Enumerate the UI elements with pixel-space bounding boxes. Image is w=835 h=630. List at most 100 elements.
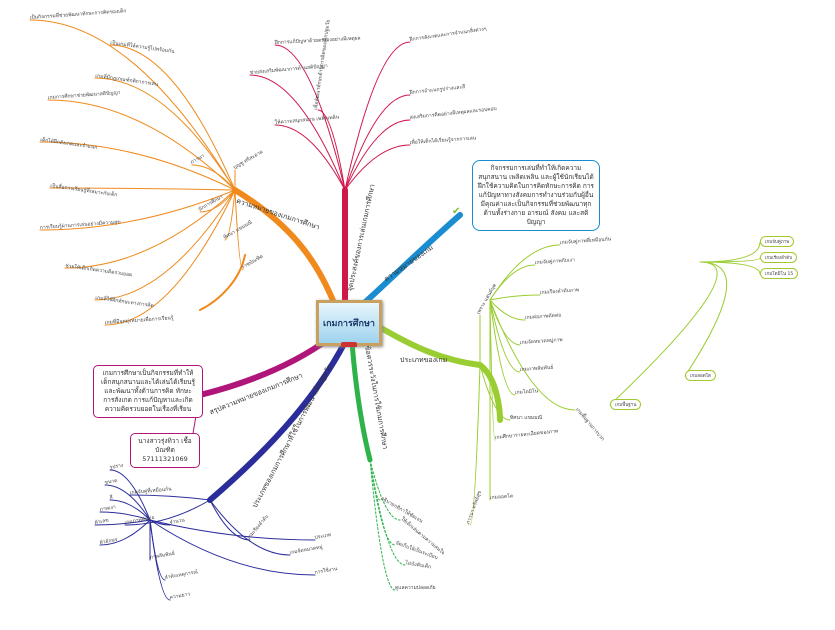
leaf-purpose-7-line bbox=[344, 144, 411, 191]
leaf-meaning-edu-game-8[interactable]: เกมที่ใช้ฝึกทักษะทางการคิด bbox=[95, 294, 154, 309]
branch-types-dev bbox=[207, 339, 348, 503]
leaf-types-dev-2[interactable]: สี bbox=[109, 494, 113, 501]
leaf-types-7-line bbox=[489, 299, 576, 411]
leaf-types-2-line bbox=[489, 294, 541, 301]
leaf-purpose-5[interactable]: ส่งเสริมการคิดอย่างมีเหตุผลและรอบคอบ bbox=[409, 105, 497, 121]
leaf-meaning-edu-game-3[interactable]: เกมการศึกษาช่วยพัฒนาสติปัญญา bbox=[48, 89, 121, 101]
sub-types-dev-0[interactable]: เกมจับคู่ที่เหมือนกัน bbox=[129, 485, 172, 496]
mini-line-0 bbox=[699, 241, 761, 263]
leaf-types-dev-6[interactable]: จำนวน bbox=[169, 517, 186, 526]
leaf-types-dev-10-line bbox=[149, 519, 316, 541]
central-topic-title: เกมการศึกษา bbox=[323, 319, 375, 329]
leaf-types-1[interactable]: เกมจับคู่ภาพกับเงา bbox=[535, 257, 576, 266]
leaf-types-dev-1[interactable]: ขนาด bbox=[104, 478, 118, 486]
branch-label-types[interactable]: ประเภทของเกม bbox=[400, 356, 448, 364]
sub-types-dev-0-line bbox=[129, 494, 211, 501]
leaf-meaning-edu-game-5-line bbox=[49, 187, 236, 191]
leaf-types-3[interactable]: เกมต่อภาพตัดต่อ bbox=[525, 312, 562, 321]
leaf-purpose-2[interactable]: ฝึกการสังเกตและการจำแนกสิ่งต่างๆ bbox=[409, 25, 488, 43]
leaf-types-dev-11-line bbox=[149, 519, 316, 576]
leaf-types-4[interactable]: เกมจัดหมวดหมู่ภาพ bbox=[520, 337, 563, 346]
central-topic[interactable]: เกมการศึกษา bbox=[316, 300, 382, 347]
leaf-meaning-edu-game-6-line bbox=[39, 189, 236, 231]
mini-line-2 bbox=[699, 261, 761, 275]
leaf-purpose-4-line bbox=[344, 94, 411, 191]
leaf-meaning-edu-game-3-line bbox=[47, 99, 236, 191]
types-mini-node-4[interactable]: เกมพื้นฐาน bbox=[610, 399, 642, 410]
leaf-types-dev-9-line bbox=[149, 519, 171, 601]
leaf-purpose-4[interactable]: ฝึกการจำแนกรูปร่างและสี bbox=[409, 83, 466, 96]
sub-meaning-edu-game-3-line bbox=[224, 189, 236, 241]
leaf-types-2[interactable]: เกมเรียงลำดับภาพ bbox=[540, 286, 580, 296]
author-name: นางสาวรุ่งทิวา เชื้อบัณฑิต bbox=[138, 437, 192, 454]
sub-types-dev-2-line bbox=[209, 499, 251, 541]
types-mini-node-3[interactable]: เกมลอตโต bbox=[685, 370, 716, 381]
leaf-types-9[interactable]: เกมลอตโต bbox=[490, 492, 514, 501]
leaf-types-dev-11[interactable]: การใช้งาน bbox=[314, 565, 338, 576]
leaf-meaning-edu-game-5[interactable]: เป็นสื่อการเรียนรู้ที่เหมาะกับเด็ก bbox=[50, 181, 118, 198]
leaf-caution-4[interactable]: ดูแลความปลอดภัย bbox=[395, 585, 436, 591]
leaf-purpose-7[interactable]: เพื่อให้เด็กได้เรียนรู้จากการเล่น bbox=[410, 133, 477, 146]
leaf-purpose-3-line bbox=[249, 74, 346, 191]
leaf-types-dev-3[interactable]: ภาพเงา bbox=[99, 504, 116, 513]
leaf-meaning-edu-game-9[interactable]: เกมที่มีจุดมุ่งหมายเพื่อการเรียนรู้ bbox=[105, 314, 174, 326]
leaf-types-dev-8[interactable]: ลำดับเหตุการณ์ bbox=[164, 568, 199, 581]
leaf-types-dev-0[interactable]: รูปร่าง bbox=[109, 463, 124, 471]
sub-meaning-edu-game-1-line bbox=[191, 164, 236, 191]
branch-types bbox=[373, 322, 503, 423]
leaf-meaning-edu-game-6[interactable]: การเรียนรู้ผ่านการเล่นอย่างมีความสุข bbox=[40, 218, 121, 231]
mini-line-3 bbox=[684, 261, 728, 377]
sub-types-2-line bbox=[469, 364, 481, 526]
leaf-types-dev-4[interactable]: ตัวเลข bbox=[94, 518, 109, 526]
leaf-types-dev-7[interactable]: ภาพสัมพันธ์ bbox=[149, 550, 175, 561]
leaf-meaning-edu-game-7[interactable]: ช่วยให้เด็กเกิดความคิดรวบยอด bbox=[65, 261, 133, 278]
leaf-purpose-6[interactable]: ให้ความสนุกสนาน เพลิดเพลิน bbox=[274, 113, 340, 126]
sub-types-dev-1[interactable]: เกมภาพตัดต่อ bbox=[124, 515, 155, 526]
leaf-types-dev-10[interactable]: ประเภท bbox=[314, 532, 332, 541]
leaf-types-1-line bbox=[489, 264, 536, 301]
leaf-types-dev-5[interactable]: ตัวอักษร bbox=[99, 537, 118, 546]
leaf-types-3-line bbox=[489, 299, 526, 321]
sub-meaning-edu-game-0[interactable]: บุญชู ศรีสะอาด bbox=[232, 148, 264, 171]
sub-types-dev-2[interactable]: เกมเรียงลำดับ bbox=[245, 513, 270, 541]
leaf-meaning-edu-game-2[interactable]: เกมที่มีกฎเกณฑ์กติกาการเล่น bbox=[95, 72, 159, 88]
student-id: 57111321069 bbox=[142, 455, 188, 463]
leaf-purpose-2-line bbox=[344, 41, 411, 191]
leaf-types-8[interactable]: เกมศึกษารายละเอียดของภาพ bbox=[494, 427, 558, 441]
leaf-purpose-3[interactable]: ช่วยส่งเสริมพัฒนาการด้านสติปัญญา bbox=[249, 62, 328, 76]
leaf-caution-3[interactable]: ไม่บังคับเด็ก bbox=[404, 558, 432, 571]
leaf-types-dev-9[interactable]: ความยาว bbox=[169, 591, 191, 601]
leaf-caution-3-line bbox=[369, 459, 406, 566]
sub-types-dev-3-line bbox=[209, 499, 291, 556]
leaf-meaning-edu-game-0[interactable]: เป็นกิจกรรมที่ช่วยพัฒนาทักษะการคิดของเด็… bbox=[30, 6, 127, 21]
leaf-types-dev-2-line bbox=[109, 499, 151, 521]
leaf-types-8-line bbox=[489, 299, 496, 441]
branch-meaning-edu-game bbox=[232, 187, 338, 308]
summary-note: เกมการศึกษาเป็นกิจกรรมที่ทำให้เด็กสนุกสน… bbox=[93, 365, 203, 418]
leaf-types-dev-4-line bbox=[94, 519, 151, 526]
leaf-types-dev-0-line bbox=[109, 469, 151, 521]
leaf-caution-4-line bbox=[369, 459, 396, 591]
leaf-purpose-1[interactable]: ฝึกการแก้ปัญหาด้วยตนเองอย่างมีเหตุผล bbox=[274, 35, 361, 47]
leaf-types-4-line bbox=[489, 299, 521, 346]
leaf-types-5[interactable]: เกมภาพสัมพันธ์ bbox=[520, 364, 554, 373]
leaf-meaning-edu-game-0-line bbox=[29, 19, 236, 191]
leaf-types-6[interactable]: เกมโดมิโน bbox=[515, 387, 539, 396]
leaf-types-dev-3-line bbox=[99, 511, 151, 521]
types-mini-node-0[interactable]: เกมจับคู่ภาพ bbox=[760, 236, 795, 247]
types-mini-node-2[interactable]: เกมโดมิโน 15 bbox=[760, 268, 799, 279]
leaf-meaning-edu-game-2-line bbox=[94, 77, 236, 191]
leaf-types-dev-5-line bbox=[99, 519, 151, 546]
sub-meaning-edu-game-1[interactable]: ภาวนา bbox=[190, 153, 206, 166]
leaf-meaning-edu-game-4[interactable]: เด็กได้ฝึกสังเกตและจำแนก bbox=[40, 135, 98, 151]
leaf-types-7[interactable]: เกมพื้นฐานการบวก bbox=[574, 405, 607, 442]
leaf-types-0[interactable]: เกมจับคู่ภาพที่เหมือนกัน bbox=[560, 235, 612, 246]
sub-types-2[interactable]: ภาวนา ทรัพย์สุข bbox=[464, 490, 483, 526]
leaf-purpose-0-line bbox=[317, 109, 346, 191]
sub-types-dev-3[interactable]: เกมจัดหมวดหมู่ bbox=[289, 544, 323, 556]
book-icon bbox=[341, 342, 357, 347]
sub-types-1[interactable]: ทิศนา แขมมณี bbox=[510, 414, 543, 421]
types-mini-node-1[interactable]: เกมเรียงลำดับ bbox=[760, 252, 798, 263]
meaning-game-note: กิจกรรมการเล่นที่ทำให้เกิดความสนุกสนาน เ… bbox=[472, 160, 600, 231]
